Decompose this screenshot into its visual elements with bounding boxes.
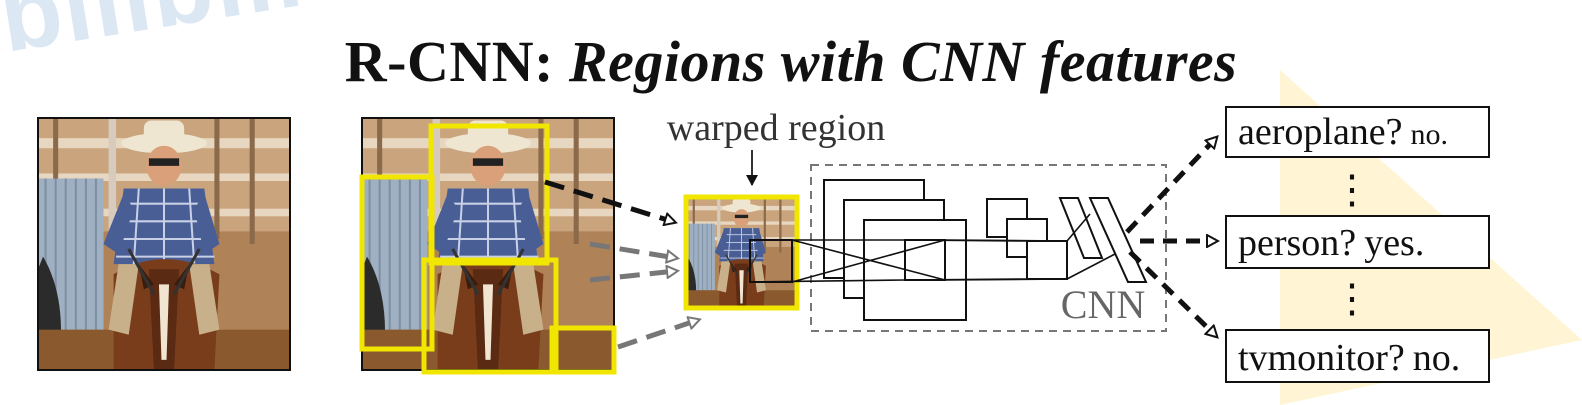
proposal-arrows <box>544 179 698 350</box>
arrow-aeroplane <box>1125 138 1216 234</box>
output-class: aeroplane? <box>1238 111 1403 153</box>
output-answer: yes. <box>1364 222 1424 264</box>
output-box-2: tvmonitor?no. <box>1225 329 1490 383</box>
output-class: tvmonitor? <box>1238 337 1405 379</box>
warped-region-image <box>683 194 800 311</box>
arrow-tvmonitor <box>1128 250 1216 336</box>
output-box-0: aeroplane?no. <box>1225 106 1490 158</box>
svg-text:person?yes.: person?yes. <box>1238 222 1424 264</box>
output-answer: no. <box>1413 337 1461 379</box>
arrow-gray-1 <box>589 241 676 258</box>
arrow-dark <box>544 179 674 222</box>
title-lead: R-CNN: <box>344 29 554 94</box>
warped-region-label: warped region <box>667 107 885 149</box>
svg-text:tvmonitor?no.: tvmonitor?no. <box>1238 337 1460 379</box>
cnn-label: CNN <box>1061 282 1145 327</box>
cnn-block: CNN <box>749 164 1167 332</box>
page-title: R-CNN: Regions with CNN features <box>0 28 1582 95</box>
region-box-horse <box>421 257 559 375</box>
region-proposals-image <box>359 116 617 375</box>
arrow-gray-3 <box>617 320 698 350</box>
region-box-left <box>359 174 435 352</box>
output-answer: no. <box>1411 118 1449 151</box>
output-box-1: person?yes. <box>1225 215 1490 269</box>
ellipsis-bottom: ⋮ <box>1332 276 1372 322</box>
svg-text:aeroplane?no.: aeroplane?no. <box>1238 111 1448 153</box>
ellipsis-top: ⋮ <box>1332 167 1372 213</box>
output-class: person? <box>1238 222 1356 264</box>
region-box-small <box>549 325 617 375</box>
input-image <box>36 116 292 372</box>
cnn-border <box>810 164 1167 332</box>
title-emphasis: Regions with CNN features <box>568 29 1238 94</box>
arrow-gray-2 <box>589 271 676 283</box>
output-arrows <box>1125 138 1216 336</box>
